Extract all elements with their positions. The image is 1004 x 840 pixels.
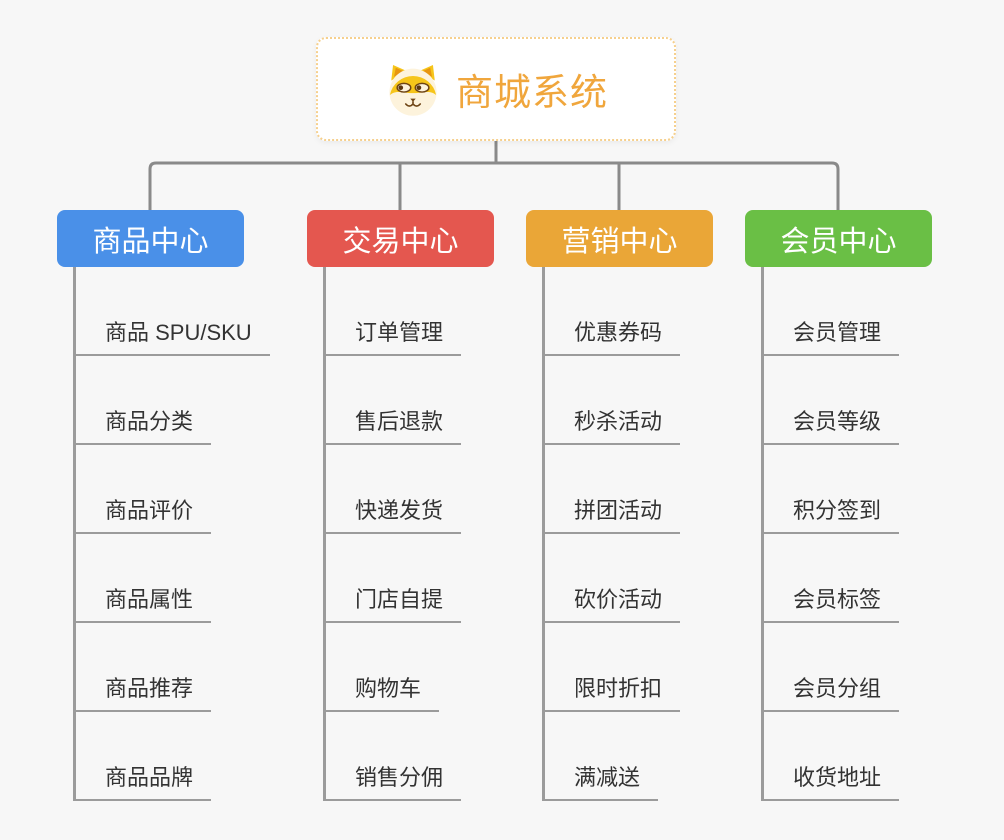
root-node[interactable]: 商城系统 bbox=[316, 37, 676, 141]
node-item[interactable]: 商品推荐 bbox=[73, 674, 212, 712]
node-item[interactable]: 商品属性 bbox=[73, 585, 212, 623]
branch-label: 营销中心 bbox=[561, 225, 678, 258]
node-item[interactable]: 门店自提 bbox=[323, 585, 462, 623]
node-item[interactable]: 商品分类 bbox=[73, 407, 212, 445]
branch-spine-line bbox=[73, 267, 76, 801]
node-item[interactable]: 商品评价 bbox=[73, 496, 212, 534]
branch-spine-line bbox=[542, 267, 545, 801]
node-item[interactable]: 商品品牌 bbox=[73, 763, 212, 801]
node-item[interactable]: 会员管理 bbox=[761, 318, 900, 356]
node-item[interactable]: 会员等级 bbox=[761, 407, 900, 445]
branch-header-member-center[interactable]: 会员中心 bbox=[745, 210, 932, 267]
node-item[interactable]: 订单管理 bbox=[323, 318, 462, 356]
node-item[interactable]: 商品 SPU/SKU bbox=[73, 318, 270, 356]
node-item[interactable]: 会员标签 bbox=[761, 585, 900, 623]
branch-header-trade-center[interactable]: 交易中心 bbox=[307, 210, 494, 267]
node-item[interactable]: 收货地址 bbox=[761, 763, 900, 801]
node-item[interactable]: 砍价活动 bbox=[542, 585, 681, 623]
branch-spine-line bbox=[761, 267, 764, 801]
branch-spine-line bbox=[323, 267, 326, 801]
branch-label: 交易中心 bbox=[342, 225, 459, 258]
branch-label: 商品中心 bbox=[92, 225, 209, 258]
branch-header-product-center[interactable]: 商品中心 bbox=[57, 210, 244, 267]
node-item[interactable]: 销售分佣 bbox=[323, 763, 462, 801]
node-item[interactable]: 快递发货 bbox=[323, 496, 462, 534]
branch-label: 会员中心 bbox=[780, 225, 897, 258]
node-item[interactable]: 拼团活动 bbox=[542, 496, 681, 534]
branch-header-marketing-center[interactable]: 营销中心 bbox=[526, 210, 713, 267]
node-item[interactable]: 积分签到 bbox=[761, 496, 900, 534]
node-item[interactable]: 限时折扣 bbox=[542, 674, 681, 712]
node-item[interactable]: 会员分组 bbox=[761, 674, 900, 712]
node-item[interactable]: 优惠券码 bbox=[542, 318, 681, 356]
node-item[interactable]: 购物车 bbox=[323, 674, 440, 712]
dog-face-icon bbox=[389, 64, 437, 116]
node-item[interactable]: 售后退款 bbox=[323, 407, 462, 445]
node-item[interactable]: 满减送 bbox=[542, 763, 659, 801]
node-item[interactable]: 秒杀活动 bbox=[542, 407, 681, 445]
root-title: 商城系统 bbox=[456, 72, 608, 113]
